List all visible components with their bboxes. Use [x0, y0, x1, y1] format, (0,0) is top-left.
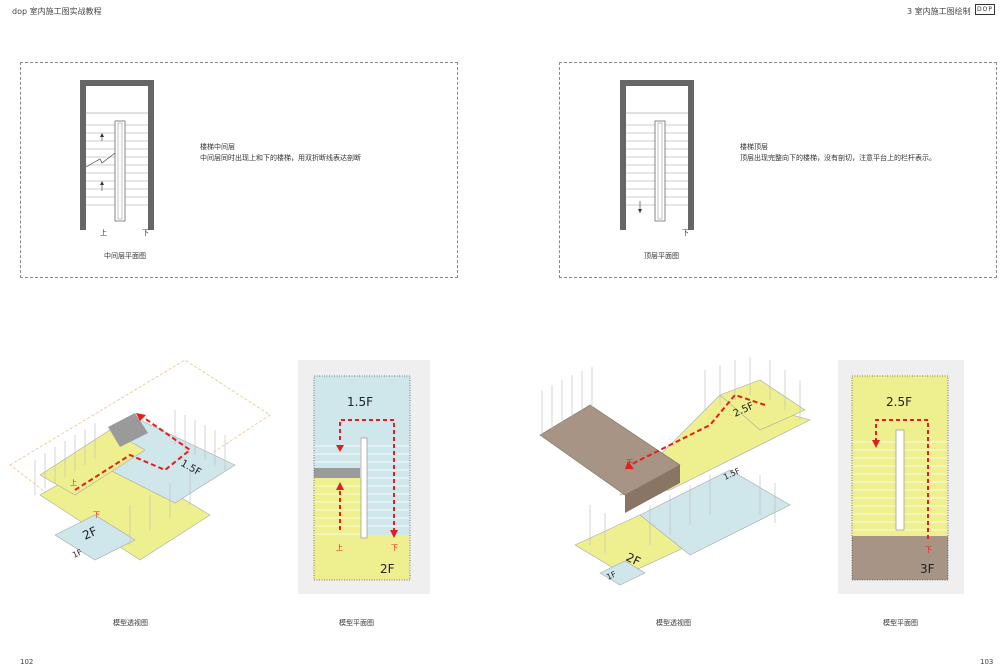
- middle-floor-caption: 中间层平面图: [104, 252, 146, 260]
- top-floor-note-text: 顶层出现完整向下的楼梯，没有剖切，注意平台上的栏杆表示。: [740, 154, 936, 162]
- model-perspective-right: 2.5F 1.5F 2F 下 1F: [539, 357, 811, 586]
- up-label: 上: [100, 228, 107, 237]
- middle-floor-note-title: 楼梯中间层: [200, 143, 235, 151]
- top-floor-caption: 顶层平面图: [644, 252, 679, 260]
- top-down-label: 下: [682, 229, 689, 237]
- persp-right-label-2f: 2F: [624, 550, 643, 569]
- top-floor-note-title: 楼梯顶层: [740, 143, 768, 151]
- plan-right-caption: 模型平面图: [883, 619, 918, 627]
- model-plan-right: 2.5F 3F 下: [851, 375, 949, 581]
- dop-logo: DOP: [975, 4, 995, 15]
- plan-left-level-top: 1.5F: [347, 395, 373, 409]
- header-left-title: dop 室内施工图实战教程: [12, 7, 102, 16]
- plan-left-up: 上: [336, 543, 343, 552]
- page-number-right: 103: [980, 658, 994, 666]
- model-plan-left: 1.5F 2F 上 下: [313, 375, 411, 581]
- page-number-left: 102: [20, 658, 34, 666]
- middle-floor-note-text: 中间层同时出现上和下的楼梯，用双折断线表达剖断: [200, 154, 361, 162]
- middle-floor-plan-drawing: 上 下: [80, 80, 154, 237]
- persp-right-label-down: 下: [626, 459, 633, 467]
- persp-left-label-up: 上: [70, 478, 77, 487]
- persp-left-label-down: 下: [93, 511, 100, 519]
- plan-right-level-top: 2.5F: [886, 395, 912, 409]
- plan-right-down: 下: [925, 546, 932, 554]
- persp-left-label-2f: 2F: [80, 524, 99, 543]
- persp-right-label-1f: 1F: [605, 569, 618, 581]
- header-right-title: 3 室内施工图绘制: [907, 7, 971, 16]
- plan-left-caption: 模型平面图: [339, 619, 374, 627]
- down-label: 下: [142, 229, 149, 237]
- plan-left-down: 下: [391, 544, 398, 552]
- plan-left-level-bottom: 2F: [380, 562, 395, 576]
- model-perspective-left: 2F 1.5F 上 下 1F: [9, 359, 271, 561]
- top-floor-plan-drawing: 下: [620, 80, 694, 237]
- persp-left-caption: 模型透视图: [113, 619, 148, 627]
- persp-left-label-1f: 1F: [71, 547, 84, 559]
- persp-right-caption: 模型透视图: [656, 619, 691, 627]
- plan-right-level-bottom: 3F: [920, 562, 935, 576]
